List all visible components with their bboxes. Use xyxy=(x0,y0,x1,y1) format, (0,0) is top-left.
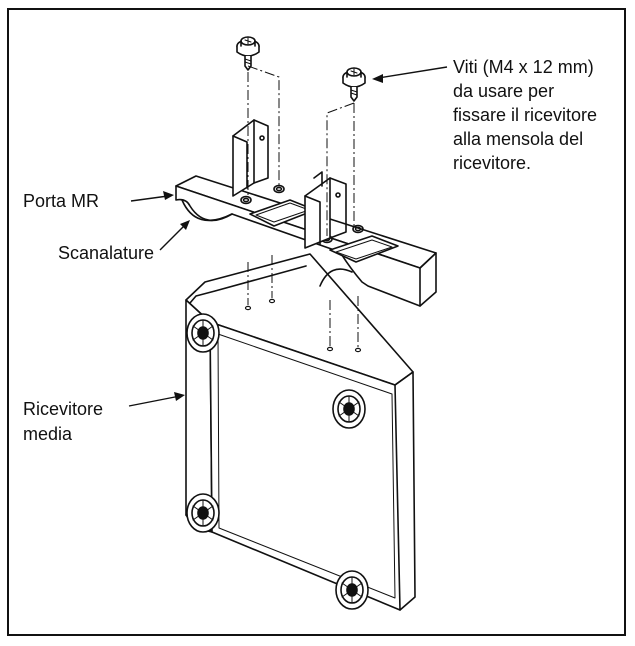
diagram-frame xyxy=(7,8,626,636)
arrow-head-viti xyxy=(372,74,383,83)
rubber-foot-bottom-left xyxy=(186,493,220,533)
label-ricevitore-line-1: Ricevitore xyxy=(23,399,104,419)
leader-arrows xyxy=(128,66,448,407)
label-porta-mr: Porta MR xyxy=(23,191,100,211)
rubber-foot-bottom-right xyxy=(335,570,369,610)
receiver-screw-holes xyxy=(244,298,362,353)
alignment-lines xyxy=(247,65,359,347)
screw-right xyxy=(342,67,366,102)
label-viti-line-2: da usare per xyxy=(453,81,555,101)
label-viti-line-3: fissare il ricevitore xyxy=(453,105,598,125)
arrow-head-ricevitore xyxy=(174,392,185,401)
mr-holder-bracket xyxy=(175,119,437,307)
label-viti: Viti (M4 x 12 mm) da usare per fissare i… xyxy=(453,55,597,175)
media-receiver-box xyxy=(185,253,416,611)
label-viti-line-4: alla mensola del xyxy=(453,129,584,149)
arrow-head-porta xyxy=(163,191,174,200)
label-scanalature: Scanalature xyxy=(58,243,155,263)
arrow-head-scanalature xyxy=(180,220,190,230)
rubber-foot-top-left xyxy=(186,313,220,353)
label-viti-line-1: Viti (M4 x 12 mm) xyxy=(453,57,594,77)
label-ricevitore-line-2: media xyxy=(23,424,73,444)
rubber-foot-top-right xyxy=(332,389,366,429)
label-viti-line-5: ricevitore. xyxy=(453,153,532,173)
screw-left xyxy=(236,36,260,71)
